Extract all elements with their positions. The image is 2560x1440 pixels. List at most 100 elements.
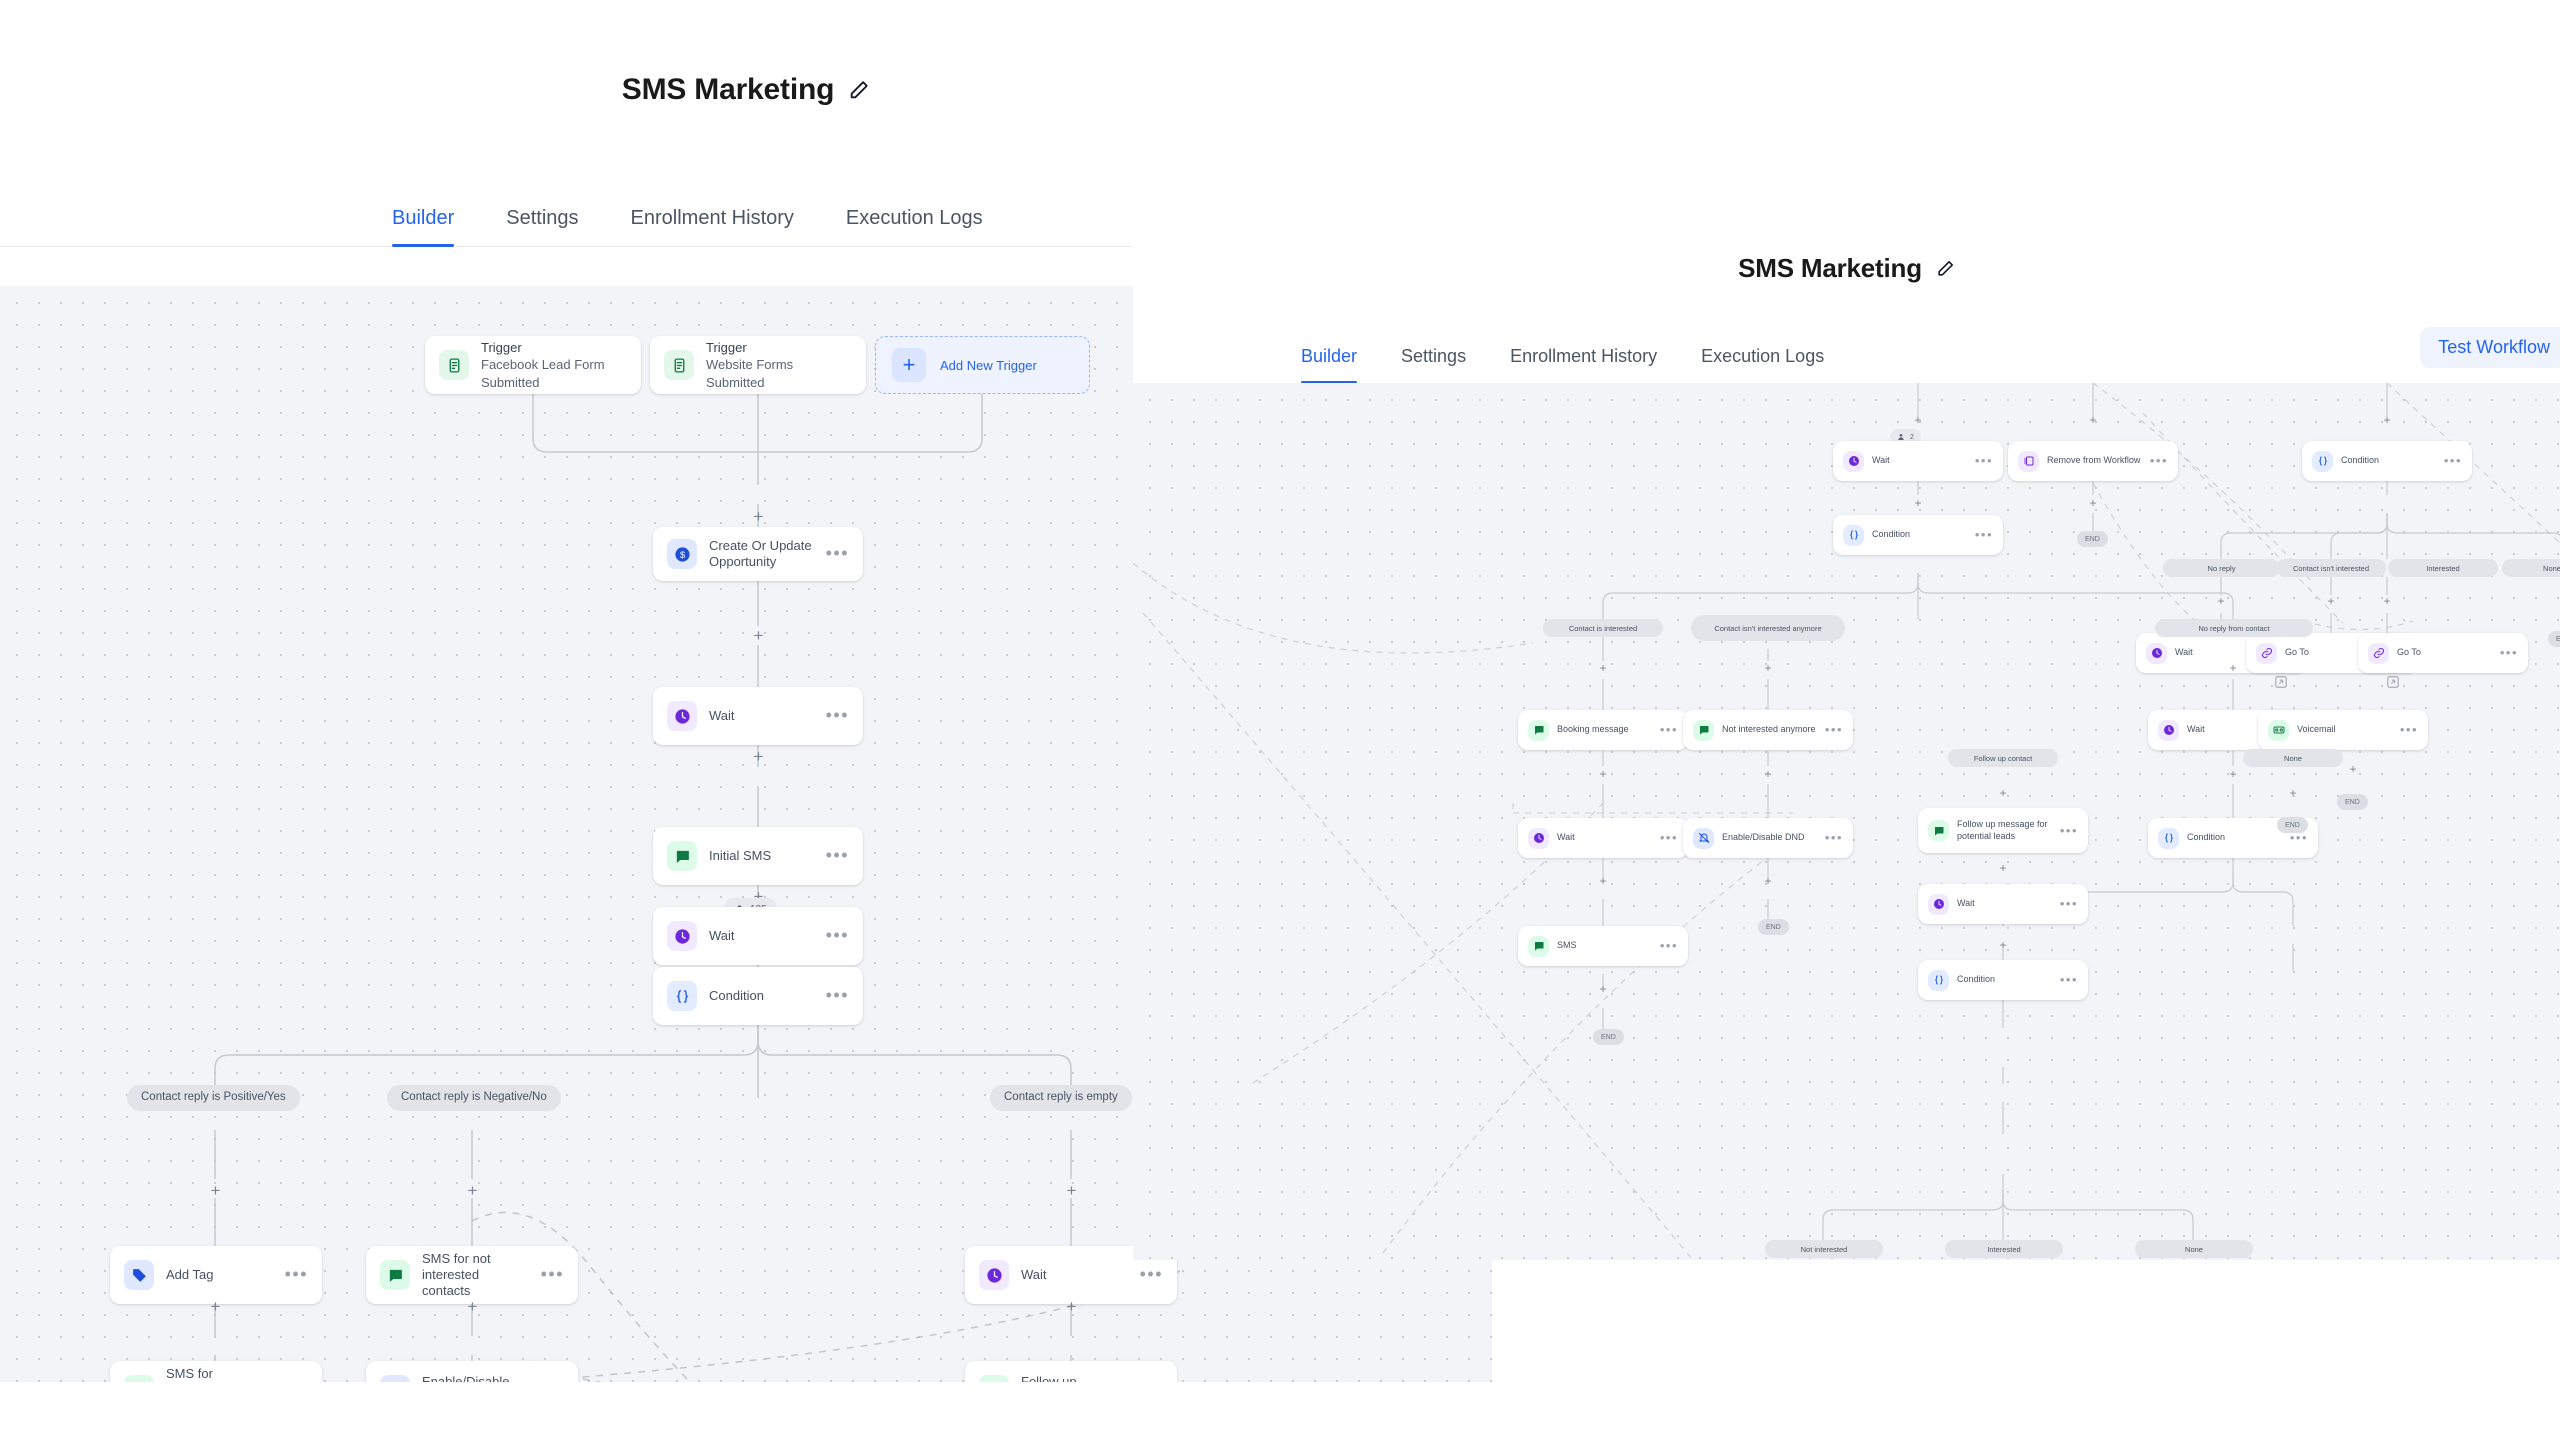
branch-label[interactable]: Contact reply is Positive/Yes [127, 1085, 300, 1111]
tab-enrollment-history[interactable]: Enrollment History [630, 207, 794, 229]
branch-label[interactable]: Contact isn't interested anymore [1691, 615, 1845, 641]
node-sms-for-interested-contacts[interactable]: SMS for interested contacts ••• [110, 1361, 322, 1382]
branch-label[interactable]: Contact reply is empty [990, 1085, 1132, 1111]
add-step-button[interactable]: + [2327, 594, 2335, 608]
node-menu-button[interactable]: ••• [2399, 722, 2418, 738]
node-menu-button[interactable]: ••• [1824, 722, 1843, 738]
node-remove-from-workflow[interactable]: Remove from Workflow ••• [2008, 441, 2178, 481]
add-step-button[interactable]: + [1599, 767, 1607, 781]
add-step-button[interactable]: + [2217, 594, 2225, 608]
add-step-button[interactable]: + [1764, 661, 1772, 675]
tab-settings[interactable]: Settings [506, 207, 579, 229]
node-condition[interactable]: Condition ••• [2302, 441, 2472, 481]
node-follow-up-message[interactable]: Follow up message ••• [965, 1361, 1177, 1382]
branch-label[interactable]: Contact is interested [1543, 619, 1663, 637]
tab-settings[interactable]: Settings [1401, 346, 1467, 366]
node-enable-disable-dnd[interactable]: Enable/Disable DND ••• [366, 1361, 578, 1382]
node-wait[interactable]: Wait ••• [1833, 441, 2003, 481]
branch-label[interactable]: Interested [1945, 1240, 2063, 1258]
node-wait[interactable]: Wait ••• [1918, 884, 2088, 924]
branch-label[interactable]: Not interested [1765, 1240, 1883, 1258]
node-menu-button[interactable]: ••• [1659, 722, 1678, 738]
branch-label[interactable]: None [2135, 1240, 2253, 1258]
add-step-button[interactable]: + [753, 747, 764, 766]
node-go-to[interactable]: Go To ••• [2358, 633, 2528, 673]
node-wait[interactable]: Wait ••• [1518, 818, 1688, 858]
node-menu-button[interactable]: ••• [2499, 645, 2518, 661]
pencil-icon[interactable] [1936, 259, 1955, 278]
branch-label[interactable]: Contact isn't interested [2276, 559, 2386, 577]
node-menu-button[interactable]: ••• [825, 845, 849, 866]
branch-label[interactable]: None [2502, 559, 2560, 577]
add-step-button[interactable]: + [210, 1181, 221, 1200]
node-wait[interactable]: Wait ••• [653, 687, 863, 745]
node-menu-button[interactable]: ••• [1974, 527, 1993, 543]
branch-label[interactable]: No reply [2163, 559, 2280, 577]
add-step-button[interactable]: + [1066, 1297, 1077, 1316]
node-condition[interactable]: Condition ••• [1918, 960, 2088, 1000]
pencil-icon[interactable] [848, 79, 870, 101]
add-step-button[interactable]: + [1066, 1181, 1077, 1200]
node-menu-button[interactable]: ••• [284, 1264, 308, 1285]
node-menu-button[interactable]: ••• [2289, 830, 2308, 846]
branch-label[interactable]: No reply from contact [2155, 619, 2313, 637]
add-step-button[interactable]: + [1914, 413, 1922, 427]
node-menu-button[interactable]: ••• [2059, 822, 2078, 838]
node-menu-button[interactable]: ••• [1974, 453, 1993, 469]
node-menu-button[interactable]: ••• [540, 1264, 564, 1285]
node-condition[interactable]: Condition ••• [1833, 515, 2003, 555]
add-step-button[interactable]: + [1599, 982, 1607, 996]
add-step-button[interactable]: + [753, 887, 764, 906]
node-menu-button[interactable]: ••• [2443, 453, 2462, 469]
add-step-button[interactable]: + [1764, 874, 1772, 888]
node-create-or-update-opportunity[interactable]: $ Create Or Update Opportunity ••• [653, 527, 863, 581]
add-step-button[interactable]: + [753, 507, 764, 526]
node-sms-for-not-interested-contacts[interactable]: SMS for not interested contacts ••• [366, 1246, 578, 1304]
node-initial-sms[interactable]: Initial SMS ••• [653, 827, 863, 885]
add-new-trigger-button[interactable]: + Add New Trigger [875, 336, 1090, 394]
add-step-button[interactable]: + [467, 1181, 478, 1200]
add-step-button[interactable]: + [1599, 874, 1607, 888]
add-step-button[interactable]: + [1914, 496, 1922, 510]
add-step-button[interactable]: + [1764, 767, 1772, 781]
node-menu-button[interactable]: ••• [2059, 896, 2078, 912]
workflow-canvas-front[interactable]: + 2 Wait ••• + Condition ••• + [1133, 383, 2560, 1260]
add-step-button[interactable]: + [753, 626, 764, 645]
node-sms[interactable]: SMS ••• [1518, 926, 1688, 966]
node-menu-button[interactable]: ••• [1659, 830, 1678, 846]
node-menu-button[interactable]: ••• [1659, 938, 1678, 954]
node-menu-button[interactable]: ••• [1824, 830, 1843, 846]
tab-execution-logs[interactable]: Execution Logs [845, 207, 983, 229]
node-menu-button[interactable]: ••• [825, 543, 849, 564]
add-step-button[interactable]: + [2229, 661, 2237, 675]
node-wait[interactable]: Wait ••• [653, 907, 863, 965]
node-add-tag[interactable]: Add Tag ••• [110, 1246, 322, 1304]
add-step-button[interactable]: + [2349, 762, 2357, 776]
add-step-button[interactable]: + [1999, 786, 2007, 800]
node-menu-button[interactable]: ••• [1139, 1264, 1163, 1285]
node-menu-button[interactable]: ••• [825, 925, 849, 946]
add-step-button[interactable]: + [467, 1297, 478, 1316]
trigger-node[interactable]: Trigger Website Forms Submitted [650, 336, 866, 394]
node-menu-button[interactable]: ••• [825, 705, 849, 726]
node-follow-up-message-for-potential-leads[interactable]: Follow up message for potential leads ••… [1918, 808, 2088, 853]
add-step-button[interactable]: + [2229, 767, 2237, 781]
branch-label[interactable]: None [2243, 749, 2343, 767]
add-step-button[interactable]: + [210, 1297, 221, 1316]
node-voicemail[interactable]: Voicemail ••• [2258, 710, 2428, 750]
node-menu-button[interactable]: ••• [825, 985, 849, 1006]
add-step-button[interactable]: + [1599, 661, 1607, 675]
add-step-button[interactable]: + [2089, 496, 2097, 510]
add-step-button[interactable]: + [2383, 594, 2391, 608]
node-condition[interactable]: Condition ••• [653, 967, 863, 1025]
tab-enrollment-history[interactable]: Enrollment History [1510, 346, 1658, 366]
add-step-button[interactable]: + [1999, 861, 2007, 875]
add-step-button[interactable]: + [2089, 413, 2097, 427]
node-enable-disable-dnd[interactable]: Enable/Disable DND ••• [1683, 818, 1853, 858]
add-step-button[interactable]: + [2289, 786, 2297, 800]
branch-label[interactable]: Follow up contact [1948, 749, 2058, 767]
node-menu-button[interactable]: ••• [2059, 972, 2078, 988]
trigger-node[interactable]: Trigger Facebook Lead Form Submitted [425, 336, 641, 394]
add-step-button[interactable]: + [2383, 413, 2391, 427]
tab-builder[interactable]: Builder [1301, 336, 1358, 384]
